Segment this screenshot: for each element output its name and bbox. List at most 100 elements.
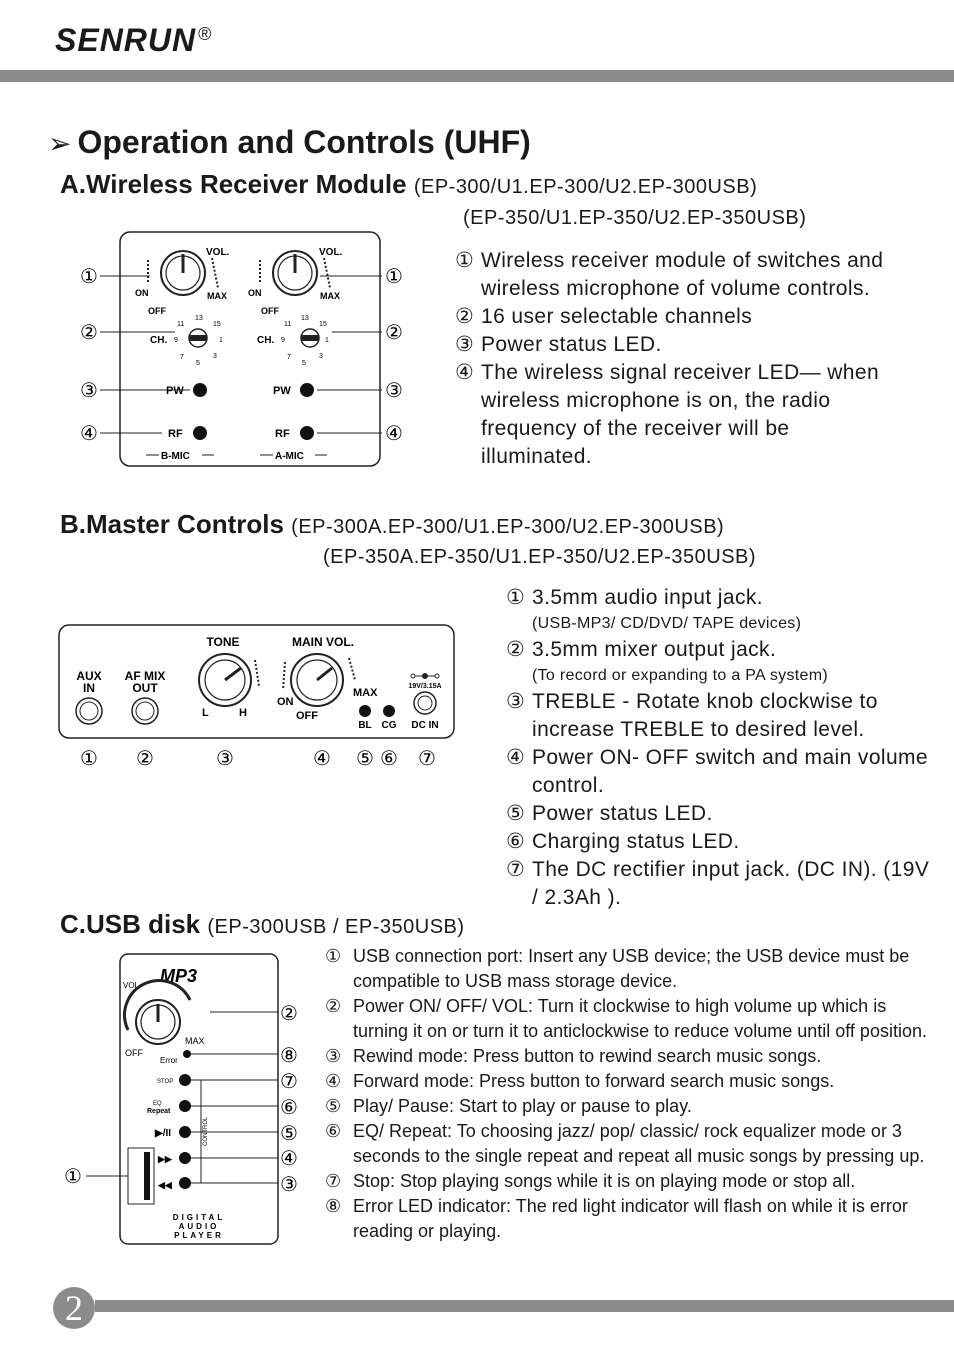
item-number: ②: [455, 305, 475, 328]
dial-3-b: 3: [213, 353, 217, 360]
forward-icon: ▶▶: [157, 1154, 173, 1164]
callout-c2: ②: [280, 1003, 298, 1025]
b-mic-unit: VOL. ON OFF MAX CH. 13 15 1 3 5 7 9 11 P…: [135, 247, 230, 462]
item-number: ①: [506, 586, 526, 609]
section-c-title: C.USB disk: [60, 909, 201, 939]
main-max-label: MAX: [353, 687, 378, 699]
dial-15-b: 15: [213, 321, 221, 328]
dial-1-b: 1: [219, 337, 223, 344]
dial-5-b: 5: [196, 360, 200, 367]
dial-9-a: 9: [281, 337, 285, 344]
usb-off-label: OFF: [125, 1048, 143, 1058]
list-item: ④ Power ON- OFF switch and main volume co…: [506, 744, 931, 800]
afmix-label-1: AF MIX: [125, 669, 166, 683]
repeat-label: Repeat: [147, 1108, 171, 1115]
callout-1-right: ①: [385, 266, 403, 288]
section-b-title: B.Master Controls: [60, 509, 284, 539]
item-text: Stop: Stop playing songs while it is on …: [353, 1171, 856, 1191]
item-text: Play/ Pause: Start to play or pause to p…: [353, 1096, 692, 1116]
item-note: (To record or expanding to a PA system): [532, 667, 828, 684]
mp3-label: MP3: [160, 966, 197, 986]
item-number: ①: [325, 946, 342, 966]
registered-mark: ®: [198, 24, 213, 44]
page-number: 2: [65, 1288, 83, 1328]
callout-c1: ①: [64, 1166, 82, 1188]
dial-11-a: 11: [284, 321, 291, 328]
section-c-list: ① USB connection port: Insert any USB dev…: [325, 944, 930, 1244]
dial-1-a: 1: [325, 337, 329, 344]
main-on-label: ON: [277, 696, 294, 708]
callout-4-right: ④: [385, 423, 403, 445]
error-label: Error: [160, 1056, 178, 1065]
item-number: ⑧: [325, 1196, 342, 1216]
b-mic-label: B-MIC: [161, 451, 190, 462]
section-b-heading: B.Master Controls (EP-300A.EP-300/U1.EP-…: [60, 509, 724, 540]
callout-2-right: ②: [385, 322, 403, 344]
callout-b7: ⑦: [418, 748, 436, 770]
item-number: ④: [506, 746, 526, 769]
item-text: Power ON/ OFF/ VOL: Turn it clockwise to…: [353, 996, 927, 1041]
item-text: 16 user selectable channels: [481, 305, 753, 328]
footer-rule: [95, 1300, 954, 1312]
dial-3-a: 3: [319, 353, 323, 360]
page-title: ➢Operation and Controls (UHF): [48, 124, 531, 161]
item-text: 3.5mm mixer output jack.: [532, 638, 777, 661]
item-number: ⑦: [506, 858, 526, 881]
item-number: ⑥: [325, 1121, 342, 1141]
item-text: Power ON- OFF switch and main volume con…: [532, 746, 929, 797]
player-label: PLAYER: [174, 1231, 224, 1240]
vol-label-b: VOL.: [206, 247, 230, 258]
callout-b2: ②: [136, 748, 154, 770]
dial-7-b: 7: [180, 354, 184, 361]
callout-3-left: ③: [80, 380, 98, 402]
usb-max-label: MAX: [185, 1036, 205, 1046]
main-off-label: OFF: [296, 710, 318, 722]
callout-4-left: ④: [80, 423, 98, 445]
item-number: ⑥: [506, 830, 526, 853]
item-text: USB connection port: Insert any USB devi…: [353, 946, 910, 991]
audio-label: AUDIO: [179, 1222, 220, 1231]
list-item: ① USB connection port: Insert any USB dev…: [325, 944, 930, 994]
dial-15-a: 15: [319, 321, 327, 328]
item-number: ④: [325, 1071, 342, 1091]
dial-11-b: 11: [177, 321, 184, 328]
rating-label: 19V/3.15A: [408, 683, 441, 690]
item-text: Rewind mode: Press button to rewind sear…: [353, 1046, 822, 1066]
section-c-heading: C.USB disk (EP-300USB / EP-350USB): [60, 909, 465, 940]
stop-label: STOP: [157, 1079, 173, 1085]
brand-logo: SENRUN®: [55, 22, 212, 59]
dial-7-a: 7: [287, 354, 291, 361]
item-number: ③: [325, 1046, 342, 1066]
on-label-b: ON: [135, 288, 149, 298]
callout-2-left: ②: [80, 322, 98, 344]
list-item: ② 16 user selectable channels: [455, 303, 905, 331]
control-label: CONTROL: [203, 1116, 209, 1146]
digital-label: DIGITAL: [173, 1213, 225, 1222]
section-b-model-1: (EP-300A.EP-300/U1.EP-300/U2.EP-300USB): [291, 516, 725, 538]
item-number: ⑤: [506, 802, 526, 825]
rewind-icon: ◀◀: [157, 1180, 173, 1190]
tone-l-label: L: [202, 707, 209, 719]
item-text: Power status LED.: [481, 333, 662, 356]
usb-disk-diagram: MP3 VOL. OFF MAX Error STOP EQ Repeat ▶/…: [64, 953, 298, 1245]
title-arrow-icon: ➢: [48, 128, 72, 159]
ch-label-b: CH.: [150, 335, 167, 346]
title-text: Operation and Controls (UHF): [77, 124, 531, 160]
item-text: The wireless signal receiver LED— when w…: [481, 361, 880, 468]
brand-name: SENRUN: [55, 22, 197, 58]
item-text: The DC rectifier input jack. (DC IN). (1…: [532, 858, 930, 909]
receiver-module-diagram: VOL. ON OFF MAX CH. 13 15 1 3 5 7 9 11 P…: [80, 231, 403, 467]
rf-label-b: RF: [168, 428, 183, 440]
callout-c7: ⑦: [280, 1071, 298, 1093]
item-number: ④: [455, 361, 475, 384]
afmix-label-2: OUT: [132, 681, 158, 695]
pw-label-b: PW: [166, 385, 184, 397]
tone-h-label: H: [239, 707, 247, 719]
